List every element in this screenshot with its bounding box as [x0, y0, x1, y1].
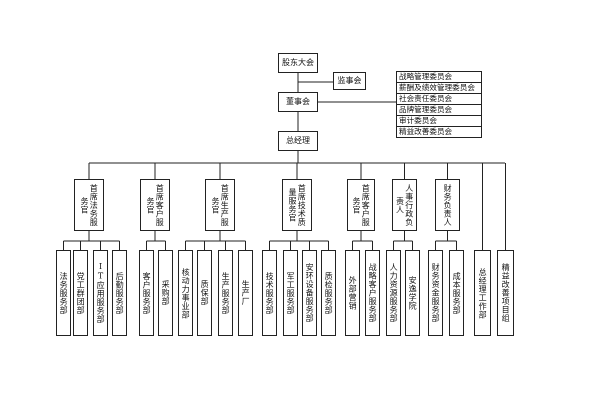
department-box: 采购部	[158, 250, 173, 336]
board-box: 董事会	[278, 92, 318, 112]
department-label: 党工群团部	[76, 271, 86, 315]
officer-box: 首席客户服务官	[140, 179, 170, 231]
department-label: 财务资金服务部	[431, 263, 441, 323]
department-box: IT应用服务部	[93, 250, 108, 336]
department-label: 技术服务部	[265, 271, 275, 315]
officer-label: 首席生产服务官	[211, 183, 230, 227]
officer-label: 首席客户服务官	[146, 183, 165, 227]
department-label: 质检服务部	[324, 271, 334, 315]
department-box: 外部营销	[345, 250, 360, 336]
department-box: 技术服务部	[262, 250, 277, 336]
department-label: 军工服务部	[286, 271, 296, 315]
committee-item: 品牌管理委员会	[397, 105, 481, 116]
committee-item: 薪酬及绩效管理委员会	[397, 83, 481, 94]
department-label: 后勤服务部	[115, 271, 125, 315]
gm-label: 总经理	[286, 136, 310, 146]
department-box: 后勤服务部	[112, 250, 127, 336]
officer-box: 首席客户服务官	[347, 179, 375, 231]
department-box: 法务服务部	[56, 250, 71, 336]
supervisors-box: 监事会	[333, 72, 366, 90]
department-label: 人力资源服务部	[389, 263, 399, 323]
department-label: IT应用服务部	[96, 262, 106, 324]
committee-item: 审计委员会	[397, 116, 481, 127]
shareholders-label: 股东大会	[282, 58, 314, 68]
officer-label: 首席技术质量服务官	[288, 183, 307, 227]
committee-list: 战略管理委员会薪酬及绩效管理委员会社会责任委员会品牌管理委员会审计委员会精益改善…	[396, 71, 482, 138]
department-box: 党工群团部	[73, 250, 88, 336]
department-box: 安逸学院	[405, 250, 420, 336]
department-label: 采购部	[161, 280, 171, 306]
officer-box: 人事行政负责人	[392, 179, 417, 231]
department-label: 法务服务部	[59, 271, 69, 315]
officer-label: 首席法务服务官	[80, 183, 99, 227]
department-label: 客户服务部	[142, 271, 152, 315]
officer-box: 精益改善项目组	[497, 250, 514, 336]
department-box: 质保部	[197, 250, 212, 336]
officer-box: 首席技术质量服务官	[282, 179, 312, 231]
department-box: 人力资源服务部	[386, 250, 401, 336]
department-box: 质检服务部	[321, 250, 336, 336]
department-label: 战略客户服务部	[368, 263, 378, 323]
department-box: 生产厂	[238, 250, 253, 336]
officer-label: 财务负责人	[443, 183, 453, 227]
department-box: 核动力事业部	[178, 250, 193, 336]
officer-box: 财务负责人	[435, 179, 460, 231]
officer-box: 首席法务服务官	[74, 179, 104, 231]
department-box: 生产服务部	[218, 250, 233, 336]
board-label: 董事会	[286, 97, 310, 107]
department-label: 质保部	[200, 280, 210, 306]
gm-box: 总经理	[278, 131, 318, 151]
department-label: 外部营销	[348, 276, 358, 310]
department-label: 成本服务部	[452, 271, 462, 315]
officer-box: 首席生产服务官	[205, 179, 235, 231]
department-label: 安环设备服务部	[305, 263, 315, 323]
committee-item: 战略管理委员会	[397, 72, 481, 83]
officer-label: 人事行政负责人	[395, 183, 414, 227]
officer-label: 精益改善项目组	[501, 263, 511, 323]
department-box: 战略客户服务部	[365, 250, 380, 336]
department-label: 核动力事业部	[181, 267, 191, 319]
department-box: 财务资金服务部	[428, 250, 443, 336]
department-label: 生产服务部	[221, 271, 231, 315]
department-label: 生产厂	[241, 280, 251, 306]
committee-item: 社会责任委员会	[397, 94, 481, 105]
shareholders-box: 股东大会	[278, 53, 318, 73]
committee-item: 精益改善委员会	[399, 127, 453, 136]
department-box: 客户服务部	[139, 250, 154, 336]
department-box: 成本服务部	[449, 250, 464, 336]
department-box: 安环设备服务部	[302, 250, 317, 336]
officer-label: 首席客户服务官	[352, 183, 371, 227]
supervisors-label: 监事会	[337, 76, 362, 86]
officer-label: 总经理工作部	[478, 267, 488, 319]
department-box: 军工服务部	[283, 250, 298, 336]
officer-box: 总经理工作部	[474, 250, 491, 336]
department-label: 安逸学院	[408, 276, 418, 310]
